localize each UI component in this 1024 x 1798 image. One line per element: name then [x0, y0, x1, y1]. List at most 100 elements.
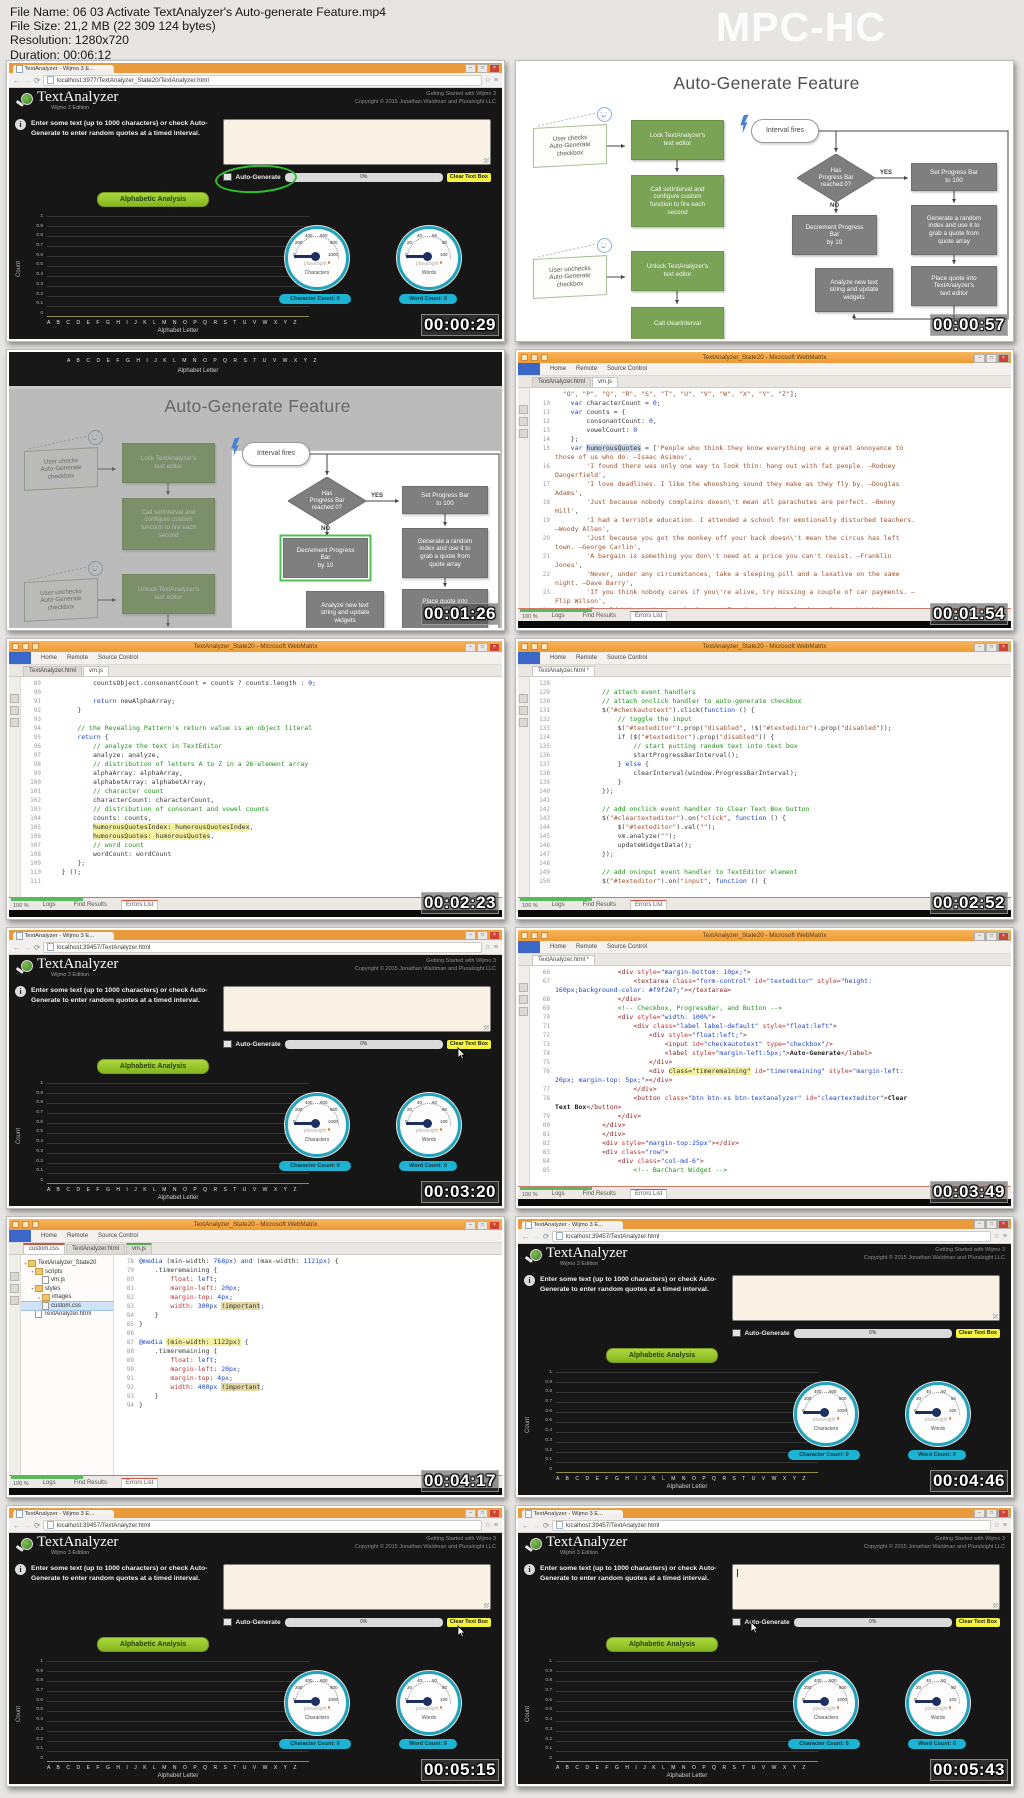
file-tab[interactable]: TextAnalyzer.html *: [532, 955, 596, 965]
code-editor[interactable]: 89 countsObject.consonantCount = counts …: [21, 677, 502, 897]
tree-item[interactable]: ▾styles: [21, 1285, 113, 1294]
close-button[interactable]: ×: [998, 1220, 1009, 1229]
ribbon-tab-remote[interactable]: Remote: [67, 655, 89, 661]
files-icon[interactable]: [519, 417, 528, 426]
menu-icon[interactable]: ≡: [1002, 1232, 1007, 1240]
ribbon-tab-home[interactable]: Home: [550, 944, 567, 950]
expander-icon[interactable]: ▾: [24, 1260, 27, 1266]
save-icon[interactable]: [12, 1221, 19, 1228]
ribbon-tab-remote[interactable]: Remote: [67, 1233, 89, 1239]
find-results-tab[interactable]: Find Results: [582, 902, 616, 908]
minimize-button[interactable]: –: [465, 931, 476, 940]
save-icon[interactable]: [521, 643, 528, 650]
zoom-level[interactable]: 100 %: [13, 903, 29, 909]
forward-icon[interactable]: →: [532, 1231, 541, 1241]
ribbon-tab-source-control[interactable]: Source Control: [607, 655, 648, 661]
clear-text-box-button[interactable]: Clear Text Box: [955, 1328, 1000, 1338]
browser-tab[interactable]: TextAnalyzer - Wijmo 3 E...: [522, 1509, 623, 1518]
minimize-button[interactable]: –: [465, 1509, 476, 1518]
maximize-button[interactable]: □: [477, 931, 488, 940]
redo-icon[interactable]: [32, 1221, 39, 1228]
redo-icon[interactable]: [541, 643, 548, 650]
close-button[interactable]: ×: [489, 931, 500, 940]
home-icon[interactable]: [519, 983, 528, 992]
file-menu-button[interactable]: [9, 652, 31, 664]
errors-list-tab[interactable]: Errors List: [629, 1189, 668, 1199]
code-editor[interactable]: 78@media (min-width: 768px) and (max-wid…: [114, 1255, 502, 1475]
forward-icon[interactable]: →: [532, 1520, 541, 1530]
zoom-level[interactable]: 100 %: [522, 1192, 538, 1198]
file-tab[interactable]: TextAnalyzer.html: [23, 666, 83, 676]
ribbon-tab-remote[interactable]: Remote: [576, 655, 598, 661]
maximize-button[interactable]: □: [986, 1220, 997, 1229]
zoom-level[interactable]: 100 %: [522, 903, 538, 909]
redo-icon[interactable]: [541, 354, 548, 361]
ribbon-tab-home[interactable]: Home: [550, 366, 567, 372]
reload-icon[interactable]: ⟳: [34, 942, 41, 952]
browser-tab[interactable]: TextAnalyzer - Wijmo 3 E...: [13, 931, 114, 940]
reports-icon[interactable]: [519, 718, 528, 727]
browser-tab[interactable]: TextAnalyzer - Wijmo 3 E...: [522, 1220, 623, 1229]
browser-tab[interactable]: TextAnalyzer - Wijmo 3 E...: [13, 64, 114, 73]
menu-icon[interactable]: ≡: [1002, 1521, 1007, 1529]
alphabetic-analysis-button[interactable]: Alphabetic Analysis: [97, 1637, 209, 1652]
text-editor-textarea[interactable]: [223, 119, 491, 165]
clear-text-box-button[interactable]: Clear Text Box: [446, 172, 491, 182]
file-tab[interactable]: TextAnalyzer.html: [532, 377, 592, 387]
tree-item[interactable]: ▸images: [21, 1293, 113, 1302]
code-editor[interactable]: 66 <div style="margin-bottom: 10px;">67 …: [530, 966, 1011, 1186]
zoom-level[interactable]: 100 %: [13, 1481, 29, 1487]
maximize-button[interactable]: □: [986, 353, 997, 363]
errors-list-tab[interactable]: Errors List: [629, 900, 668, 910]
getting-started-link[interactable]: Getting Started with Wijmo 3: [426, 91, 496, 97]
address-bar[interactable]: localhost:39457/TextAnalyzer.html: [43, 941, 482, 953]
close-button[interactable]: ×: [489, 1220, 500, 1230]
files-icon[interactable]: [10, 706, 19, 715]
text-editor-textarea[interactable]: [223, 1564, 491, 1610]
home-icon[interactable]: [10, 1272, 19, 1281]
alphabetic-analysis-button[interactable]: Alphabetic Analysis: [606, 1637, 718, 1652]
home-icon[interactable]: [519, 694, 528, 703]
find-results-tab[interactable]: Find Results: [73, 902, 107, 908]
auto-generate-checkbox[interactable]: [223, 172, 232, 182]
ribbon-tab-remote[interactable]: Remote: [576, 366, 598, 372]
file-tab[interactable]: vm.js: [126, 1243, 153, 1254]
home-icon[interactable]: [10, 694, 19, 703]
file-tab[interactable]: vm.js: [83, 666, 110, 676]
alphabetic-analysis-button[interactable]: Alphabetic Analysis: [97, 1059, 209, 1074]
file-menu-button[interactable]: [518, 363, 540, 375]
file-tab[interactable]: vm.js: [592, 377, 619, 387]
maximize-button[interactable]: □: [477, 64, 488, 73]
minimize-button[interactable]: –: [974, 931, 985, 941]
browser-tab[interactable]: TextAnalyzer - Wijmo 3 E...: [13, 1509, 114, 1518]
auto-generate-checkbox[interactable]: [732, 1328, 741, 1338]
auto-generate-checkbox[interactable]: [223, 1039, 232, 1049]
bookmark-star-icon[interactable]: ☆: [484, 1522, 491, 1529]
back-icon[interactable]: ←: [522, 1231, 530, 1241]
redo-icon[interactable]: [541, 932, 548, 939]
undo-icon[interactable]: [22, 643, 29, 650]
expander-icon[interactable]: ▸: [38, 1294, 41, 1300]
ribbon-tab-remote[interactable]: Remote: [576, 944, 598, 950]
expander-icon[interactable]: ▾: [31, 1286, 34, 1292]
save-icon[interactable]: [12, 643, 19, 650]
clear-text-box-button[interactable]: Clear Text Box: [446, 1039, 491, 1049]
undo-icon[interactable]: [22, 1221, 29, 1228]
logs-tab[interactable]: Logs: [551, 613, 565, 619]
clear-text-box-button[interactable]: Clear Text Box: [446, 1617, 491, 1627]
clear-text-box-button[interactable]: Clear Text Box: [955, 1617, 1000, 1627]
ribbon-tab-source-control[interactable]: Source Control: [98, 655, 139, 661]
tree-item[interactable]: TextAnalyzer.html: [21, 1310, 113, 1319]
ribbon-tab-source-control[interactable]: Source Control: [607, 944, 648, 950]
tree-item[interactable]: vm.js: [21, 1276, 113, 1285]
reload-icon[interactable]: ⟳: [34, 75, 41, 85]
minimize-button[interactable]: –: [974, 1509, 985, 1518]
bookmark-star-icon[interactable]: ☆: [484, 77, 491, 84]
text-editor-textarea[interactable]: [732, 1275, 1000, 1321]
reload-icon[interactable]: ⟳: [34, 1520, 41, 1530]
zoom-level[interactable]: 100 %: [522, 614, 538, 620]
find-results-tab[interactable]: Find Results: [582, 613, 616, 619]
ribbon-tab-source-control[interactable]: Source Control: [607, 366, 648, 372]
file-tab[interactable]: custom.css: [23, 1243, 66, 1254]
